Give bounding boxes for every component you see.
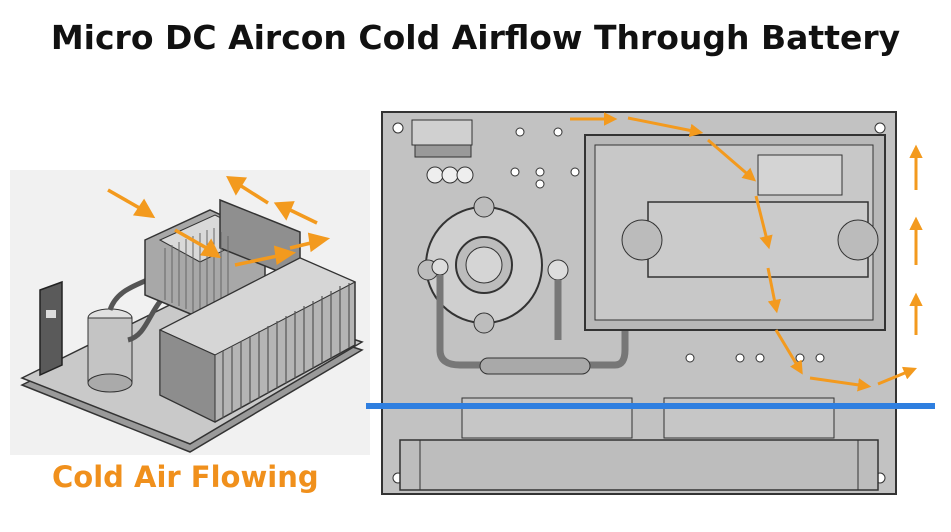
compressor-body <box>87 317 133 384</box>
discharge-port <box>547 259 569 281</box>
evaporator-fins <box>164 228 229 316</box>
airflow-arrow-in-2-head <box>199 238 222 259</box>
airflow-arrow-out-3-head <box>307 232 331 253</box>
aircon-isometric-view <box>10 170 370 455</box>
aircon-top-view <box>380 110 898 496</box>
airflow-arrow-in-3 <box>234 253 283 267</box>
coil-bend-left <box>621 219 663 261</box>
airflow-arrow-out-1 <box>237 182 269 205</box>
mounting-holes-mid <box>685 353 825 363</box>
left-airflow-arrows <box>107 176 331 267</box>
battery-slot-right <box>663 397 835 439</box>
airflow-arrow-in-1 <box>107 188 144 212</box>
control-board-chip <box>46 310 56 318</box>
cold-air-caption: Cold Air Flowing <box>52 460 319 494</box>
relay-block <box>411 119 473 146</box>
condenser-side <box>159 329 216 423</box>
aircon-isometric-drawing <box>20 176 364 453</box>
airflow-arrow-in-2 <box>174 228 211 252</box>
filter-drier <box>479 357 591 375</box>
battery-slot-left <box>461 397 633 439</box>
compressor-mount-ears <box>417 196 495 334</box>
evaporator-header <box>757 154 843 196</box>
capacitor-row <box>426 166 474 184</box>
compressor-bottom <box>87 373 133 393</box>
coil-bend-right <box>837 219 879 261</box>
aircon-top-drawing <box>381 111 897 495</box>
relay-base <box>414 144 472 158</box>
diagram-title: Micro DC Aircon Cold Airflow Through Bat… <box>50 18 901 57</box>
airflow-arrow-in-1-head <box>132 198 156 219</box>
suction-port <box>431 258 449 276</box>
control-board <box>39 280 63 377</box>
airflow-arrow-out-2 <box>285 206 318 225</box>
evaporator-coil <box>647 201 869 278</box>
compressor-cap <box>465 246 503 284</box>
condenser-fins <box>222 283 350 418</box>
bottom-rail <box>399 439 879 491</box>
airflow-arrow-out-1-head <box>226 176 248 196</box>
airflow-arrow-in-3-head <box>273 245 297 265</box>
airflow-arrow-out-2-head <box>273 201 295 221</box>
